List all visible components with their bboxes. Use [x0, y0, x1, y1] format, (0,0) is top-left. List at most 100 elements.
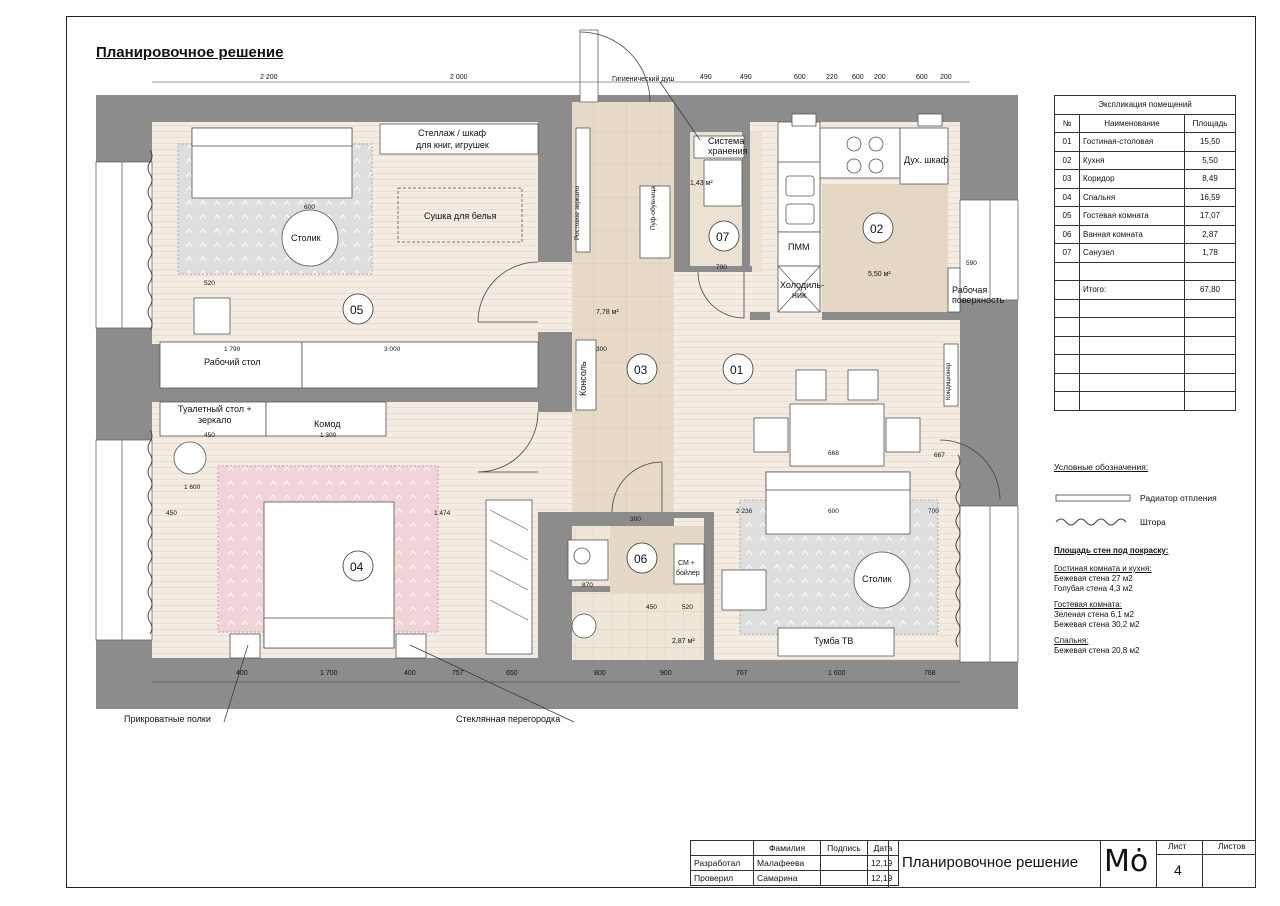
dim-top-6: 220	[826, 74, 838, 81]
dim-bottom-10: 768	[924, 670, 936, 677]
room-markers	[342, 212, 894, 582]
label-tv: Тумба ТВ	[814, 636, 854, 646]
explication-title: Экспликация помещений	[1054, 95, 1236, 115]
dim-misc: 1 474	[434, 510, 451, 517]
dim-misc: 520	[682, 604, 693, 611]
room-number-07: 07	[716, 230, 730, 244]
label-washer-2: бойлер	[676, 570, 700, 577]
hob-icon	[846, 136, 884, 174]
dim-misc: 600	[828, 508, 839, 515]
sheet-number: 4	[1174, 862, 1182, 878]
label-conditioner: Кондиционер	[946, 362, 952, 400]
dim-misc: 1 790	[224, 346, 241, 353]
dim-misc: 700	[928, 508, 939, 515]
studio-logo: Mȯ	[1104, 844, 1149, 879]
label-storage: Система	[708, 136, 745, 146]
area-corridor: 7,78 м²	[596, 309, 619, 316]
curtains	[147, 149, 961, 648]
dim-bottom-1: 400	[236, 670, 248, 677]
furniture	[159, 113, 961, 659]
dim-bottom-7: 900	[660, 670, 672, 677]
room-number-04: 04	[350, 560, 364, 574]
dim-bottom-3: 400	[404, 670, 416, 677]
label-desk: Рабочий стол	[204, 357, 261, 367]
dim-misc: 450	[204, 432, 215, 439]
label-shelf-2: для книг, игрушек	[416, 140, 489, 150]
label-oven: Дух. шкаф	[904, 155, 949, 165]
legend-curtain: Штора	[1140, 517, 1166, 527]
dim-misc: 1 300	[320, 432, 337, 439]
room-number-02: 02	[870, 222, 884, 236]
dim-misc: 520	[204, 280, 215, 287]
sheets-label: Листов	[1218, 841, 1246, 851]
label-shower: Гигиенический душ	[612, 76, 675, 83]
page-title: Планировочное решение	[96, 44, 284, 61]
dim-top-2: 2 000	[450, 74, 468, 81]
area-kitchen: 5,50 м²	[868, 271, 891, 278]
dim-misc: 700	[716, 264, 727, 271]
windows	[95, 29, 1019, 663]
dim-misc: 300	[630, 516, 641, 523]
dim-misc: 870	[582, 582, 593, 589]
paint-title: Площадь стен под покраску:	[1054, 546, 1169, 555]
label-pouf: Пуф-обувница	[650, 186, 657, 230]
col-num: №	[1054, 113, 1080, 133]
glass-partition	[489, 509, 529, 621]
label-bed-shelves: Прикроватные полки	[124, 714, 211, 724]
total-row: Итого:67,80	[1054, 280, 1236, 300]
dim-bottom-6: 800	[594, 670, 606, 677]
area-wc: 1,43 м²	[690, 180, 713, 187]
sheet-label: Лист	[1168, 841, 1187, 851]
label-worktop: Рабочая	[952, 285, 988, 295]
label-washer: СМ +	[678, 560, 695, 567]
dim-misc: 2 236	[736, 508, 753, 515]
dim-top-4: 490	[740, 74, 752, 81]
label-dryer: Сушка для белья	[424, 211, 497, 221]
room-number-06: 06	[634, 552, 648, 566]
room-number-01: 01	[730, 363, 744, 377]
legend: Условные обозначения: Радиатор отпления …	[1054, 462, 1254, 527]
dim-misc: 600	[304, 204, 315, 211]
dim-misc: 590	[966, 260, 977, 267]
label-table-guest: Столик	[291, 233, 321, 243]
label-console: Консоль	[578, 361, 588, 396]
label-dressing: Туалетный стол +	[178, 404, 252, 414]
dim-top-10: 200	[940, 74, 952, 81]
table-row	[1054, 261, 1236, 281]
paint-areas: Площадь стен под покраску: Гостиная комн…	[1054, 546, 1254, 662]
sheet-title: Планировочное решение	[902, 854, 1079, 871]
label-mirror: Ростовое зеркало	[574, 185, 581, 240]
dim-top-1: 2 200	[260, 74, 278, 81]
dim-bottom-5: 650	[506, 670, 518, 677]
dim-misc: 1 600	[184, 484, 201, 491]
label-storage-2: хранения	[708, 146, 748, 156]
dim-bottom-2: 1 700	[320, 670, 338, 677]
dim-misc: 668	[828, 450, 839, 457]
dishwasher-x-icon	[777, 265, 821, 313]
dim-misc: 3 000	[384, 346, 401, 353]
label-dresser: Комод	[314, 419, 341, 429]
label-table-living: Столик	[862, 574, 892, 584]
dim-bottom-8: 767	[736, 670, 748, 677]
doors	[477, 31, 1001, 513]
leader-lines	[223, 81, 701, 723]
dim-misc: 450	[646, 604, 657, 611]
explication-table: Экспликация помещений № Наименование Пло…	[1054, 95, 1236, 411]
dim-top-3: 490	[700, 74, 712, 81]
dim-top-7: 600	[852, 74, 864, 81]
dim-top-8: 200	[874, 74, 886, 81]
dim-bottom-9: 1 600	[828, 670, 846, 677]
legend-radiator: Радиатор отпления	[1140, 493, 1217, 503]
label-glass-partition: Стеклянная перегородка	[456, 714, 561, 724]
label-shelf: Стеллаж / шкаф	[418, 128, 487, 138]
col-name: Наименование	[1079, 113, 1185, 133]
dimension-lines	[152, 81, 970, 683]
dim-top-5: 600	[794, 74, 806, 81]
dim-misc: 667	[934, 452, 945, 459]
